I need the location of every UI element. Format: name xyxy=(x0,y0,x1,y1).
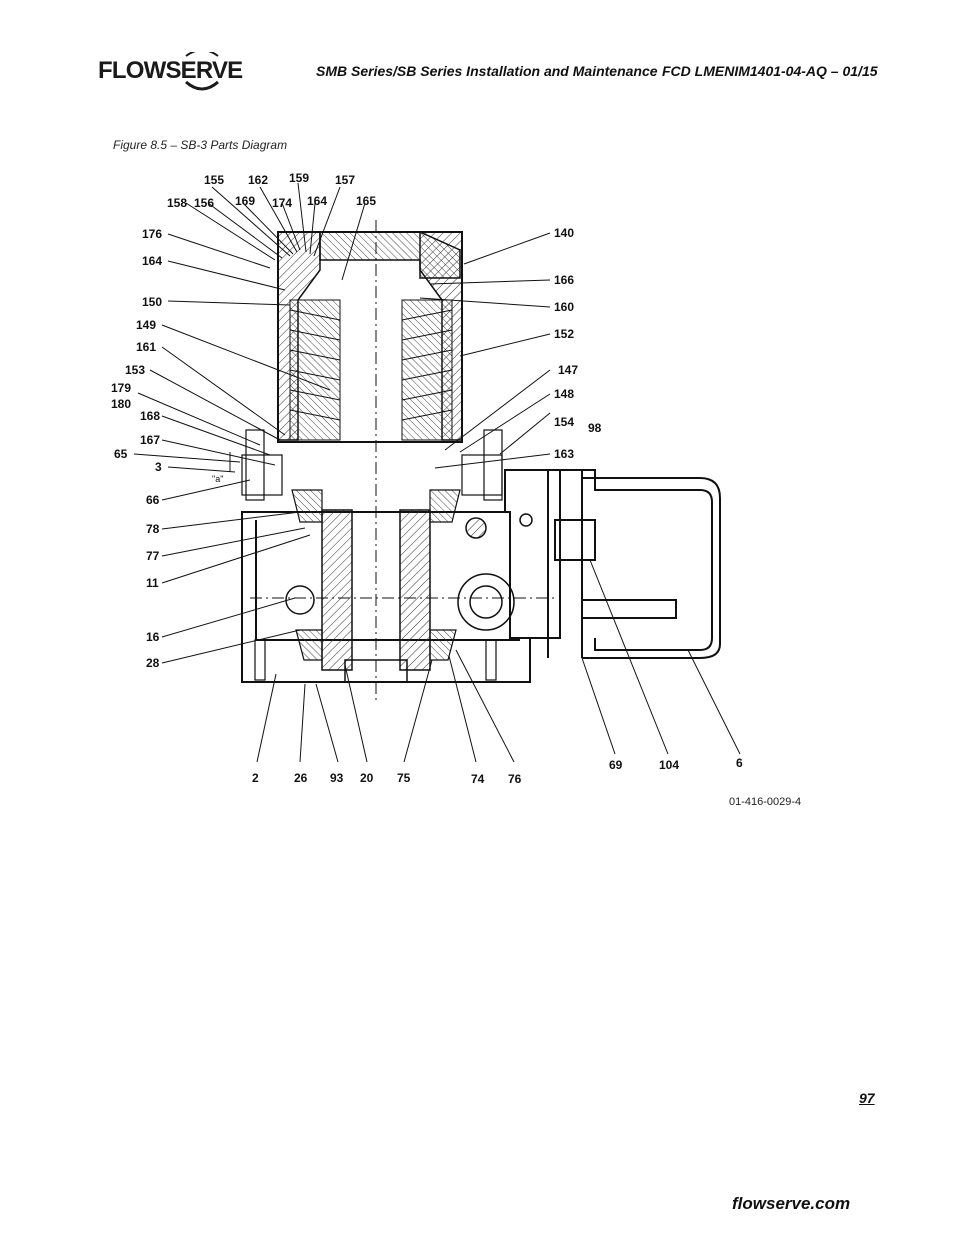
logo-swoosh-icon xyxy=(185,52,219,91)
part-label: 169 xyxy=(235,194,255,208)
part-label: 176 xyxy=(142,227,162,241)
part-label: 148 xyxy=(554,387,574,401)
part-label: 164 xyxy=(307,194,327,208)
part-label: 150 xyxy=(142,295,162,309)
leader-lines-left xyxy=(133,233,331,664)
part-label: 153 xyxy=(125,363,145,377)
part-label: 166 xyxy=(554,273,574,287)
part-label: 75 xyxy=(397,771,411,785)
part-label: 149 xyxy=(136,318,156,332)
part-label: 179 xyxy=(111,381,131,395)
footer-url: flowserve.com xyxy=(732,1194,851,1213)
part-label: 104 xyxy=(659,758,679,772)
part-label: 162 xyxy=(248,173,268,187)
part-labels-bottom: 2 26 93 20 75 74 76 69 104 6 xyxy=(252,756,743,786)
part-label: 165 xyxy=(356,194,376,208)
dimension-label: "a" xyxy=(212,474,223,484)
part-label: 74 xyxy=(471,772,485,786)
part-label: 158 xyxy=(167,196,187,210)
switch-enclosure xyxy=(540,469,721,659)
drawing-number: 01-416-0029-4 xyxy=(729,796,802,808)
spring-stack-left xyxy=(289,299,341,441)
page-number: 97 xyxy=(859,1090,875,1106)
part-label: 69 xyxy=(609,758,623,772)
part-labels-right: 140 166 160 152 147 148 154 98 163 xyxy=(554,226,602,461)
header-doc-code: FCD LMENIM1401-04-AQ – 01/15 xyxy=(662,63,878,79)
part-label: 160 xyxy=(554,300,574,314)
part-label: 3 xyxy=(155,460,162,474)
part-label: 26 xyxy=(294,771,308,785)
part-label: 20 xyxy=(360,771,374,785)
dimension-a: "a" xyxy=(212,452,231,484)
part-label: 161 xyxy=(136,340,156,354)
bolts xyxy=(245,429,503,681)
part-label: 174 xyxy=(272,196,292,210)
part-label: 11 xyxy=(146,576,159,590)
part-label: 28 xyxy=(146,656,160,670)
part-label: 167 xyxy=(140,433,160,447)
part-label: 156 xyxy=(194,196,214,210)
spring-stack-right xyxy=(401,299,453,441)
part-label: 163 xyxy=(554,447,574,461)
part-label: 66 xyxy=(146,493,160,507)
part-labels-top: 155 162 159 157 158 156 169 174 164 165 xyxy=(167,171,376,210)
flowserve-logo: FLOWSERVE xyxy=(98,52,243,96)
parts-diagram: "a" 176 164 150 149 161 153 179 180 168 … xyxy=(111,171,743,786)
part-labels-left: 176 164 150 149 161 153 179 180 168 167 … xyxy=(111,227,162,670)
part-label: 6 xyxy=(736,756,743,770)
bearings xyxy=(241,454,503,661)
part-label: 2 xyxy=(252,771,259,785)
part-label: 147 xyxy=(558,363,578,377)
part-label: 154 xyxy=(554,415,574,429)
worm-gear xyxy=(285,513,533,631)
part-label: 155 xyxy=(204,173,224,187)
part-label: 76 xyxy=(508,772,522,786)
figure-caption: Figure 8.5 – SB-3 Parts Diagram xyxy=(113,138,288,152)
leader-lines-right xyxy=(419,232,551,469)
part-label: 140 xyxy=(554,226,574,240)
part-label: 77 xyxy=(146,549,160,563)
stem-sleeve xyxy=(250,220,555,700)
logo-wordmark: FLOWSERVE xyxy=(98,57,243,84)
part-label: 78 xyxy=(146,522,160,536)
part-label: 159 xyxy=(289,171,309,185)
part-label: 157 xyxy=(335,173,355,187)
part-label: 65 xyxy=(114,447,128,461)
leader-lines-bottom xyxy=(256,559,741,763)
part-label: 180 xyxy=(111,397,131,411)
part-label: 168 xyxy=(140,409,160,423)
part-label: 164 xyxy=(142,254,162,268)
part-label: 152 xyxy=(554,327,574,341)
part-label: 98 xyxy=(588,421,602,435)
leader-lines-top xyxy=(185,182,366,281)
part-label: 16 xyxy=(146,630,160,644)
part-label: 93 xyxy=(330,771,344,785)
header-title: SMB Series/SB Series Installation and Ma… xyxy=(316,63,658,79)
